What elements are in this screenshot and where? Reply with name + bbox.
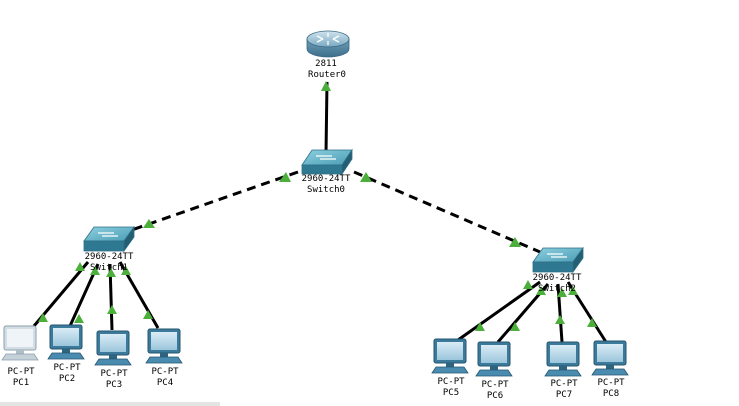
link-up-indicator	[536, 286, 546, 295]
link-up-indicator	[360, 172, 372, 182]
link-up-indicator	[75, 262, 85, 271]
pc8-model-label: PC-PT	[597, 378, 625, 388]
pc8-name-label: PC8	[603, 389, 619, 399]
pc2-model-label: PC-PT	[53, 363, 81, 373]
link-up-indicator	[90, 266, 100, 275]
link-up-indicator	[568, 286, 578, 295]
link-router0-switch0[interactable]	[324, 81, 329, 155]
pc6-model-label: PC-PT	[481, 380, 509, 390]
switch1-model-label: 2960-24TT	[85, 252, 134, 262]
pc3-model-label: PC-PT	[100, 369, 128, 379]
router0-model-label: 2811	[315, 59, 337, 69]
router-icon[interactable]	[306, 30, 350, 58]
link-up-indicator	[106, 268, 116, 277]
link-switch2-pc7[interactable]	[556, 283, 564, 343]
pc5-icon[interactable]	[431, 338, 469, 374]
pc1-name-label: PC1	[13, 378, 29, 388]
link-up-indicator	[143, 310, 153, 319]
link-up-indicator	[38, 313, 48, 322]
pc7-model-label: PC-PT	[550, 379, 578, 389]
pc5-model-label: PC-PT	[437, 377, 465, 387]
link-up-indicator	[279, 172, 291, 182]
switch1-name-label: Switch1	[90, 263, 128, 273]
switch2-model-label: 2960-24TT	[533, 273, 582, 283]
link-up-indicator	[509, 237, 521, 247]
pc7-name-label: PC7	[556, 390, 572, 400]
pc3-icon[interactable]	[94, 330, 132, 366]
link-up-indicator	[321, 81, 331, 91]
pc8-icon[interactable]	[591, 340, 629, 376]
pc2-name-label: PC2	[59, 374, 75, 384]
link-switch2-pc5[interactable]	[457, 280, 541, 342]
switch2-icon[interactable]	[532, 246, 584, 274]
pc3-name-label: PC3	[106, 380, 122, 390]
switch0-model-label: 2960-24TT	[302, 174, 351, 184]
link-up-indicator	[475, 322, 485, 331]
link-up-indicator	[143, 219, 155, 228]
pc5-name-label: PC5	[443, 388, 459, 398]
link-up-indicator	[121, 266, 131, 275]
link-indicators	[38, 81, 597, 331]
link-switch0-switch1[interactable]	[125, 170, 299, 234]
pc2-icon[interactable]	[47, 324, 85, 360]
router0-name-label: Router0	[308, 70, 346, 80]
link-up-indicator	[523, 280, 533, 289]
switch0-name-label: Switch0	[307, 185, 345, 195]
pc1-model-label: PC-PT	[7, 367, 35, 377]
pc6-icon[interactable]	[475, 341, 513, 377]
link-up-indicator	[555, 315, 565, 324]
switch0-icon[interactable]	[301, 148, 353, 176]
switch1-icon[interactable]	[83, 225, 135, 253]
link-up-indicator	[74, 314, 84, 323]
pc1-icon[interactable]	[1, 325, 39, 361]
link-up-indicator	[587, 318, 597, 327]
switch2-name-label: Switch2	[538, 284, 576, 294]
link-up-indicator	[557, 288, 567, 297]
cables	[32, 81, 608, 343]
pc7-icon[interactable]	[544, 341, 582, 377]
pc4-name-label: PC4	[157, 378, 173, 388]
pc4-icon[interactable]	[145, 328, 183, 364]
pc4-model-label: PC-PT	[151, 367, 179, 377]
horizontal-scrollbar[interactable]	[0, 402, 220, 406]
link-switch0-switch2[interactable]	[353, 170, 541, 254]
link-up-indicator	[510, 322, 520, 331]
pc6-name-label: PC6	[487, 391, 503, 401]
link-up-indicator	[107, 305, 117, 314]
